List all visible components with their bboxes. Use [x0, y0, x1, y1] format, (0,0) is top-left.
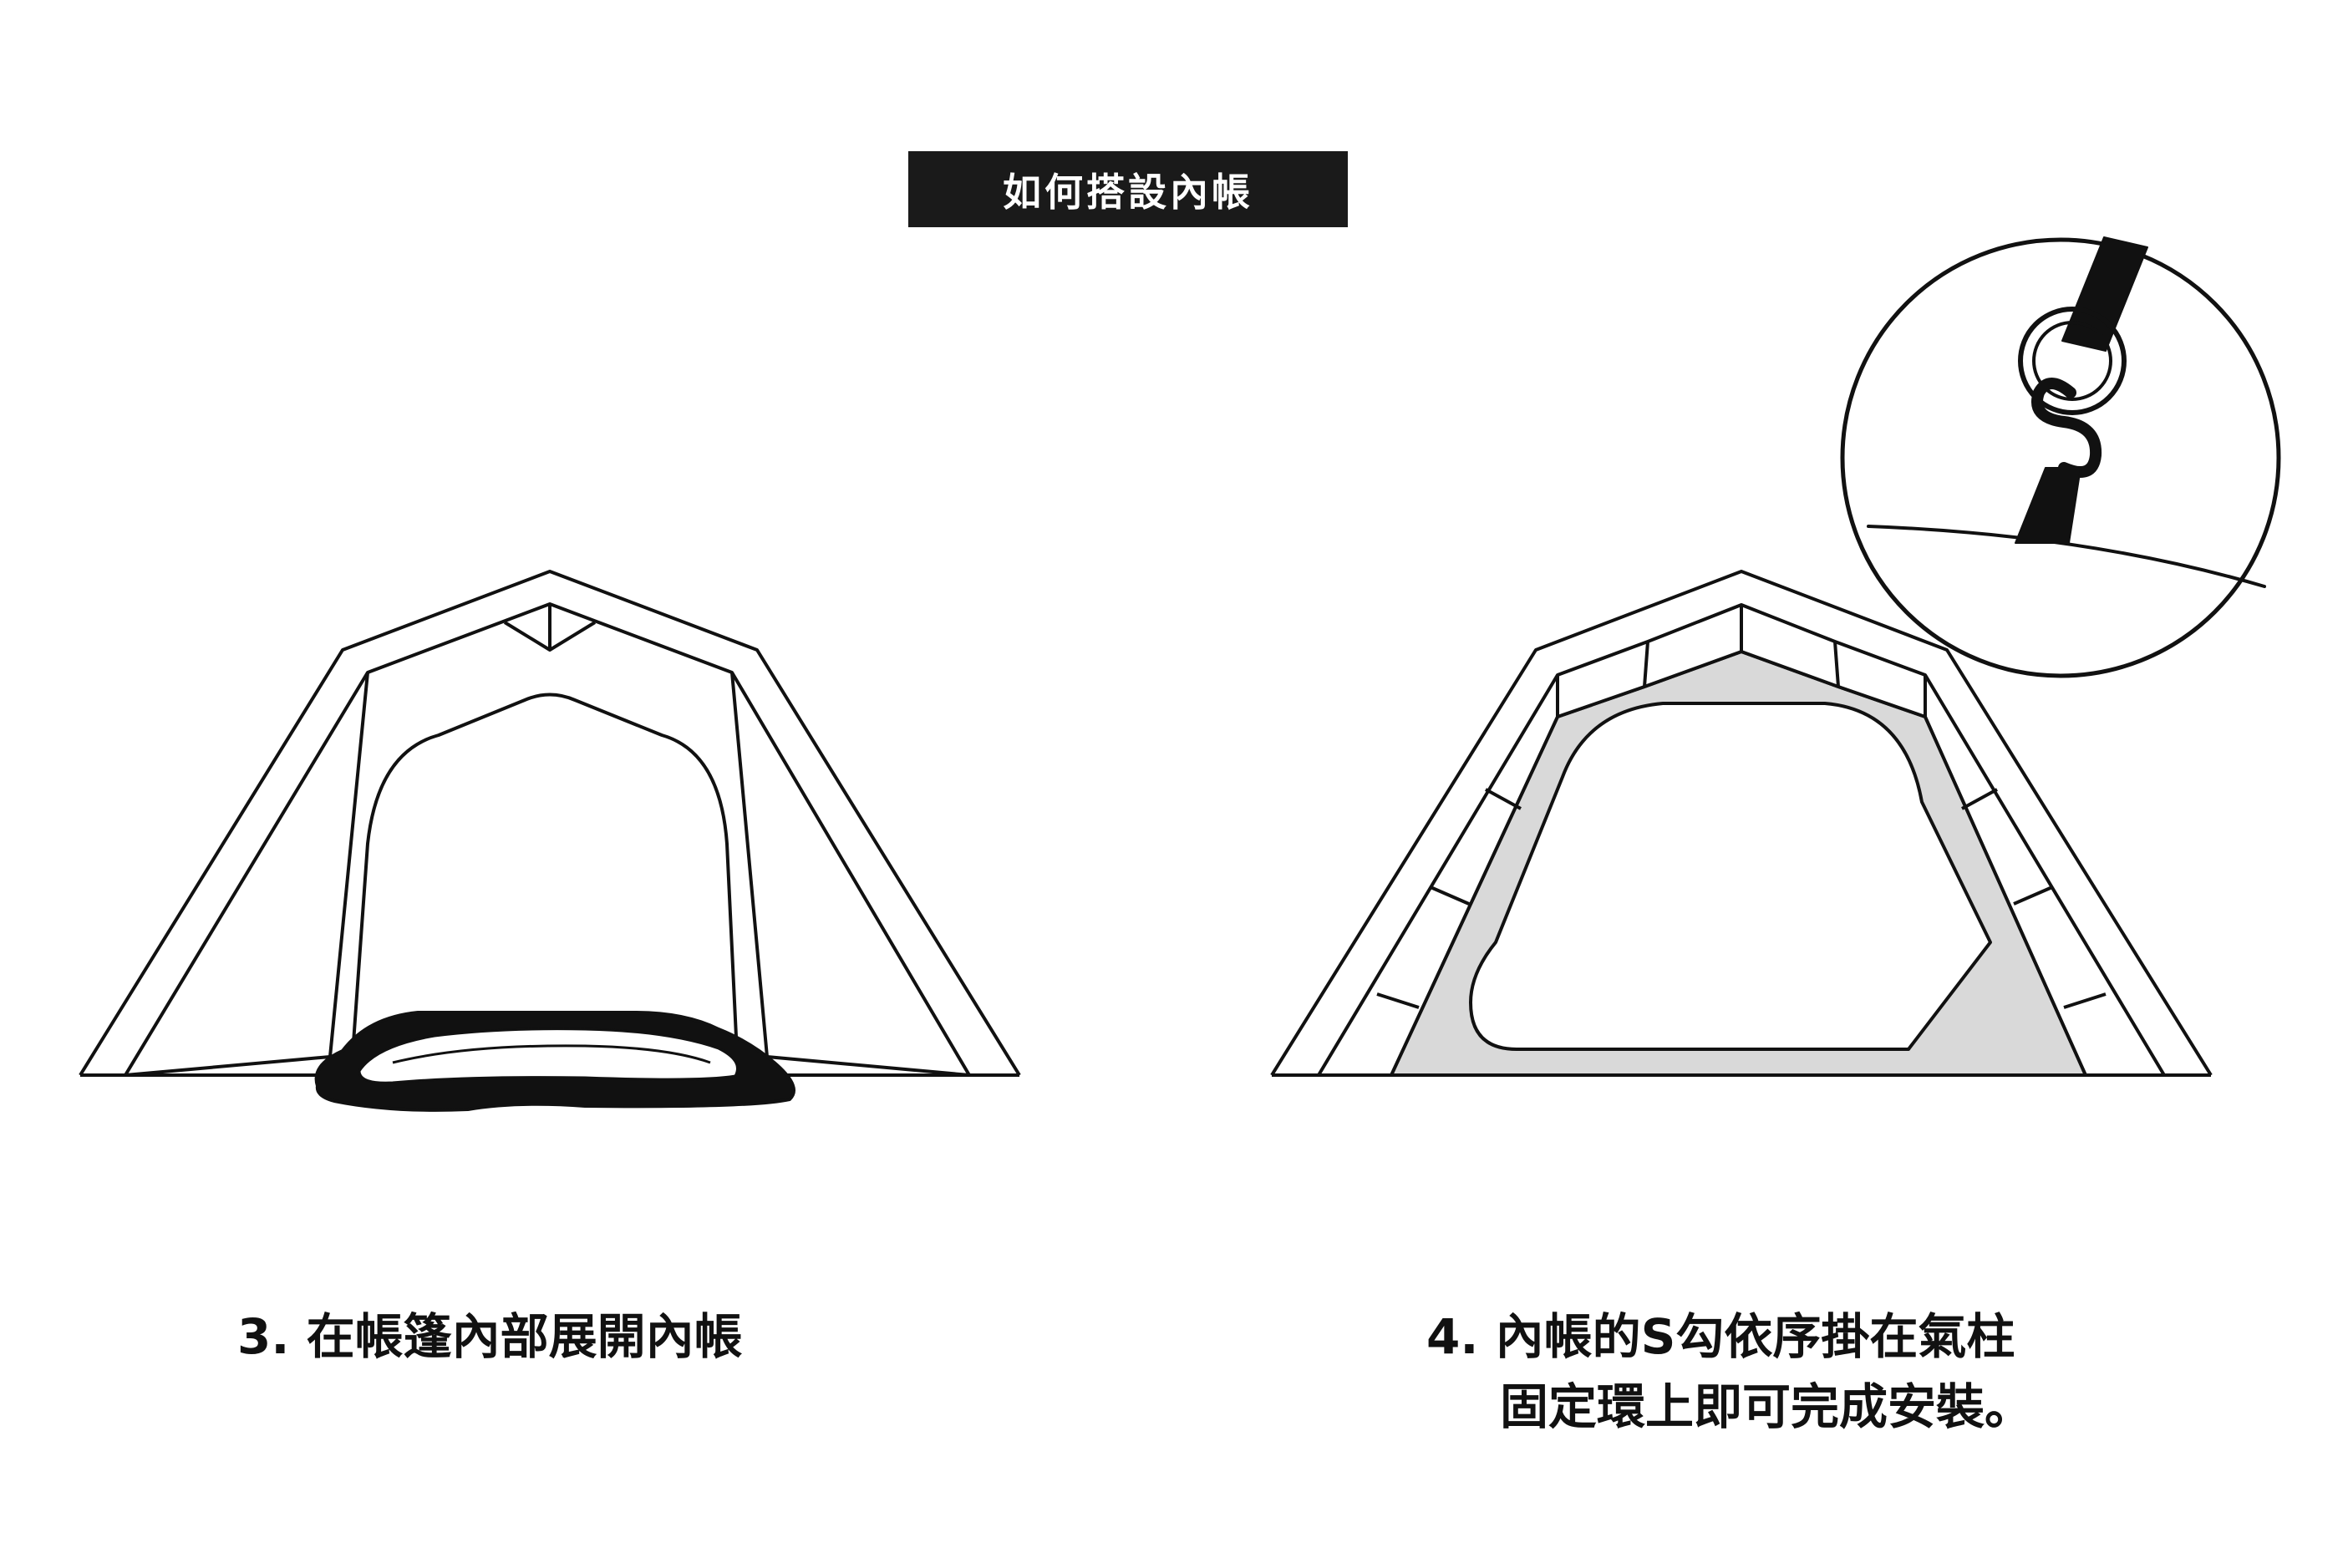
tent-inner-rib [124, 602, 971, 1077]
tent4-door-opening [1469, 702, 1992, 1051]
tent4-rib-band [1317, 603, 2166, 1077]
tent-surface-curve [1867, 525, 2266, 588]
floor-edge-right [766, 1055, 970, 1077]
rung [1485, 788, 1522, 810]
rung [1430, 885, 1470, 906]
fixing-ring-inner [2032, 321, 2112, 401]
step-4-caption-line2: 固定環上即可完成安裝。 [1500, 1378, 2034, 1435]
step-3-tent-illustration [79, 570, 1021, 1112]
title-badge: 如何搭設內帳 [908, 151, 1348, 227]
folded-inner-tent-highlight [358, 1028, 739, 1084]
s-hook [2031, 378, 2102, 478]
rung [2013, 885, 2053, 906]
rung [1833, 641, 1840, 688]
zoom-circle [1840, 237, 2281, 678]
lower-strap [2015, 467, 2081, 544]
fixing-ring [2018, 307, 2127, 415]
tent-outer-outline [79, 570, 1021, 1077]
rung [1961, 788, 1998, 810]
step-4-caption: 4. 內帳的S勾依序掛在氣柱 固定環上即可完成安裝。 [1426, 1302, 2033, 1442]
front-panel-right-edge [730, 672, 769, 1058]
door-opening [351, 693, 739, 1055]
front-panel-left-edge [328, 672, 369, 1058]
zoom-detail [1840, 236, 2281, 678]
title-text: 如何搭設內帳 [1003, 169, 1253, 215]
folded-inner-tent-fold [392, 1044, 711, 1064]
tent4-outer-outline [1270, 570, 2213, 1077]
rung [1376, 992, 1420, 1009]
step-3-caption: 3. 在帳篷內部展開內帳 [237, 1302, 743, 1372]
rung [2063, 992, 2107, 1009]
step-3-caption-text: 3. 在帳篷內部展開內帳 [237, 1308, 743, 1365]
rung [1643, 641, 1649, 688]
band-rungs [1376, 605, 2107, 1009]
step-4-caption-line1: 4. 內帳的S勾依序掛在氣柱 [1426, 1308, 2015, 1365]
step-4-tent-illustration [1270, 570, 2213, 1077]
floor-edge-left [125, 1055, 331, 1077]
